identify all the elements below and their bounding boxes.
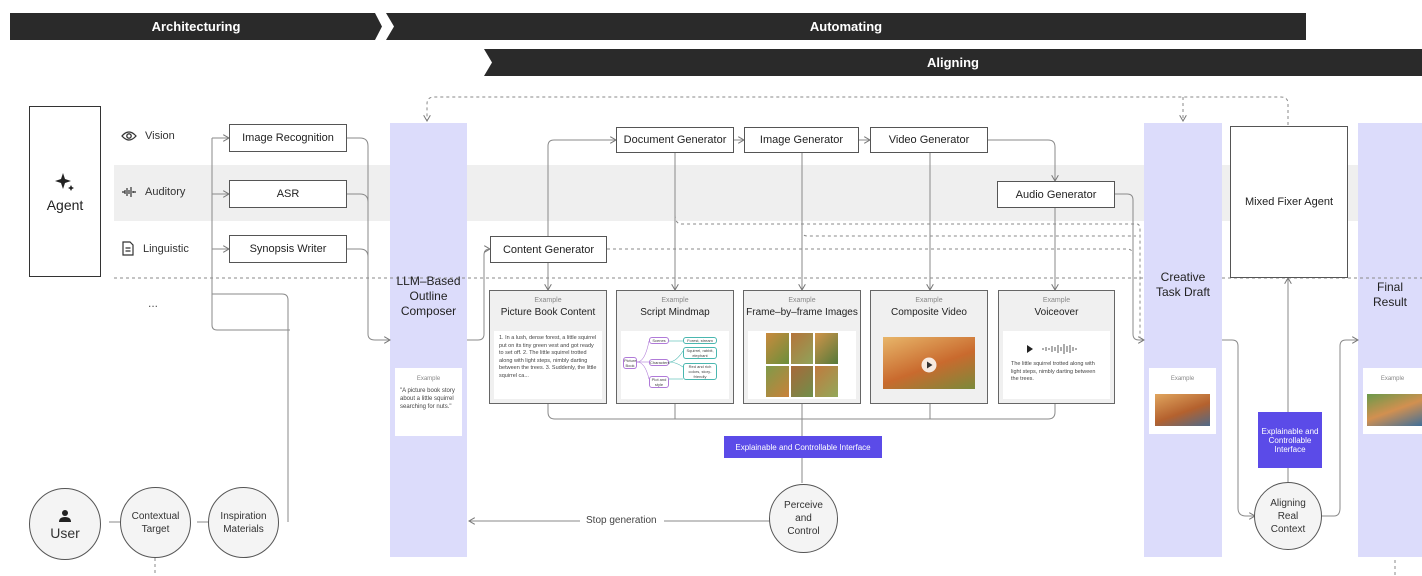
voiceover-text: The little squirrel trotted along with l… xyxy=(1011,361,1096,382)
final-example-heading: Example xyxy=(1380,376,1405,382)
aligning-real-context-label: Aligning Real Context xyxy=(1270,497,1306,535)
outline-example-card: Example "A picture book story about a li… xyxy=(395,368,462,436)
final-result-label: Final Result xyxy=(1372,280,1407,309)
outline-composer-label: LLM–Based Outline Composer xyxy=(396,274,461,318)
sparkle-icon xyxy=(55,172,74,191)
mindmap-node-scenes: Scenes xyxy=(649,337,669,344)
card-composite-video: Example Composite Video xyxy=(870,290,988,404)
modality-auditory: Auditory xyxy=(121,186,185,198)
card-frame-images: Example Frame–by–frame Images xyxy=(743,290,861,404)
contextual-target-label: Contextual Target xyxy=(131,510,180,535)
modality-vision: Vision xyxy=(121,130,175,142)
inspiration-materials-label: Inspiration Materials xyxy=(220,510,267,535)
card-voiceover-title: Voiceover xyxy=(1034,307,1079,318)
modality-vision-label: Vision xyxy=(145,130,175,142)
waveform-icon xyxy=(122,187,136,197)
card-composite-video-title: Composite Video xyxy=(891,307,967,318)
card-script-mindmap-title: Script Mindmap xyxy=(640,307,710,318)
card-frame-images-title: Frame–by–frame Images xyxy=(746,307,858,318)
card-voiceover: Example Voiceover The little squirrel tr… xyxy=(998,290,1115,404)
card-script-mindmap-example: Example xyxy=(661,297,689,304)
audio-generator-box: Audio Generator xyxy=(997,181,1115,208)
card-picture-book-text: 1. In a lush, dense forest, a little squ… xyxy=(494,331,602,399)
frame-image xyxy=(790,366,814,397)
perceive-control-label: Perceive and Control xyxy=(784,500,823,537)
draft-example-card: Example xyxy=(1149,368,1216,434)
outline-composer-pillar xyxy=(390,123,467,557)
banner-automating: Automating xyxy=(386,13,1306,40)
frame-image xyxy=(766,333,789,364)
creative-task-draft-pillar xyxy=(1144,123,1222,557)
mindmap-links xyxy=(636,340,684,380)
image-recognition-box: Image Recognition xyxy=(229,124,347,152)
mindmap-node-root: Picture Book xyxy=(623,357,637,369)
banner-aligning: Aligning xyxy=(484,49,1422,76)
frame-grid xyxy=(748,331,856,399)
agent-label: Agent xyxy=(46,196,84,213)
final-example-card: Example xyxy=(1363,368,1422,434)
outline-example-heading: Example xyxy=(416,376,441,382)
user-icon xyxy=(59,509,71,522)
content-generator-box: Content Generator xyxy=(490,236,607,263)
mixed-fixer-agent-box: Mixed Fixer Agent xyxy=(1230,126,1348,278)
perceive-control-node: Perceive and Control xyxy=(769,484,838,553)
draft-example-heading: Example xyxy=(1170,376,1195,382)
eye-icon xyxy=(121,131,137,141)
aligning-real-context-node: Aligning Real Context xyxy=(1254,482,1322,550)
stop-generation-label: Stop generation xyxy=(586,515,657,526)
fixer-interface-button[interactable]: Explainable and Controllable Interface xyxy=(1258,412,1322,468)
contextual-target-node: Contextual Target xyxy=(120,487,191,558)
frame-image xyxy=(815,333,838,364)
banner-aligning-label: Aligning xyxy=(927,55,979,70)
play-icon xyxy=(921,357,937,373)
card-picture-book: Example Picture Book Content 1. In a lus… xyxy=(489,290,607,404)
modality-linguistic-label: Linguistic xyxy=(143,242,189,255)
voiceover-panel: The little squirrel trotted along with l… xyxy=(1003,331,1110,399)
explainable-interface-button[interactable]: Explainable and Controllable Interface xyxy=(724,436,882,458)
frame-image xyxy=(815,366,838,397)
mindmap-node-characters: Characters xyxy=(649,359,670,366)
modality-auditory-label: Auditory xyxy=(145,186,186,198)
card-script-mindmap: Example Script Mindmap Picture Book Scen… xyxy=(616,290,734,404)
mindmap-node-plot: Plot and style xyxy=(649,376,669,388)
card-picture-book-title: Picture Book Content xyxy=(500,307,596,318)
synopsis-writer-box: Synopsis Writer xyxy=(229,235,347,263)
inspiration-materials-node: Inspiration Materials xyxy=(208,487,279,558)
video-generator-box: Video Generator xyxy=(870,127,988,153)
card-frame-images-example: Example xyxy=(788,297,816,304)
mindmap-node-forest: Forest, stream xyxy=(683,337,717,344)
agent-box: Agent xyxy=(29,106,101,277)
outline-example-text: "A picture book story about a little squ… xyxy=(400,388,455,410)
modality-more: ... xyxy=(148,296,159,310)
mindmap-node-style: Red and rich colors, story-friendly xyxy=(683,363,717,380)
final-result-pillar xyxy=(1358,123,1422,557)
final-example-thumbnail xyxy=(1367,394,1422,426)
card-composite-video-example: Example xyxy=(915,297,943,304)
mindmap-canvas: Picture Book Scenes Characters Plot and … xyxy=(621,331,729,399)
frame-image xyxy=(766,366,789,397)
creative-task-draft-label: Creative Task Draft xyxy=(1155,270,1210,299)
image-generator-box: Image Generator xyxy=(744,127,859,153)
document-icon xyxy=(122,241,134,256)
frame-image xyxy=(790,333,814,364)
asr-box: ASR xyxy=(229,180,347,208)
modality-linguistic: Linguistic xyxy=(121,241,189,256)
video-thumbnail xyxy=(883,337,975,389)
card-voiceover-example: Example xyxy=(1042,297,1071,304)
card-picture-book-example: Example xyxy=(534,297,562,304)
mindmap-node-animals: Squirrel, rabbit, elephant xyxy=(683,347,717,359)
document-generator-box: Document Generator xyxy=(616,127,734,153)
user-node: User xyxy=(29,488,101,560)
audio-waveform-icon xyxy=(1027,344,1077,354)
banner-automating-label: Automating xyxy=(809,19,883,34)
user-label: User xyxy=(50,524,80,541)
draft-example-thumbnail xyxy=(1155,394,1210,426)
banner-architecturing: Architecturing xyxy=(10,13,382,40)
banner-architecturing-label: Architecturing xyxy=(151,19,241,34)
